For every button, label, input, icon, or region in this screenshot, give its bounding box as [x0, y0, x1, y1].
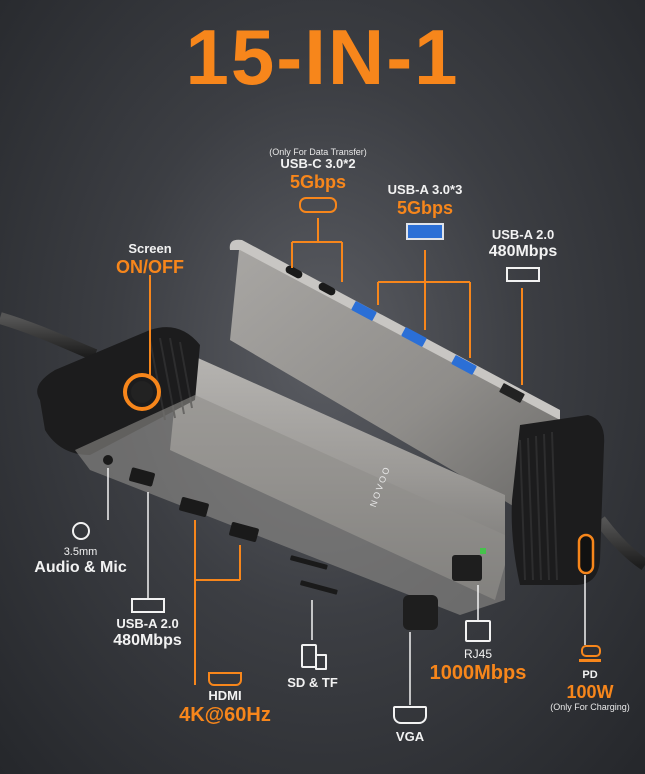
usba2-bottom-speed: 480Mbps — [113, 631, 182, 649]
rj45-port-icon — [465, 620, 491, 642]
leader-lines-white — [107, 468, 586, 705]
power-button — [123, 373, 161, 411]
vga-port-icon — [393, 706, 427, 724]
leader-lines — [149, 218, 523, 685]
sd-card-icon — [300, 644, 327, 670]
rj45-name: RJ45 — [463, 647, 492, 661]
audio-name: Audio & Mic — [34, 558, 127, 576]
audio-jack-port — [103, 455, 113, 465]
usba2-bottom-name: USB-A 2.0 — [116, 616, 179, 631]
rj45-speed: 1000Mbps — [429, 661, 527, 684]
audio-size: 3.5mm — [63, 546, 98, 558]
pd-power: 100W — [566, 681, 614, 702]
hdmi-name: HDMI — [208, 688, 242, 703]
usba2-top-name: USB-A 2.0 — [491, 227, 555, 242]
page-title: 15-IN-1 — [185, 13, 460, 101]
sd-name: SD & TF — [287, 675, 338, 690]
pd-name: PD — [582, 669, 598, 681]
screen-state: ON/OFF — [116, 256, 184, 277]
vga-port — [403, 595, 438, 630]
usba2-top-speed: 480Mbps — [488, 242, 558, 260]
hdmi-port-icon — [208, 672, 242, 686]
rj45-port — [452, 555, 482, 581]
usb-a-port-icon — [130, 598, 165, 613]
usbc-note: (Only For Data Transfer) — [269, 147, 367, 157]
usb-a-port-icon — [506, 267, 540, 283]
audio-jack-icon — [71, 522, 90, 540]
pd-note: (Only For Charging) — [550, 702, 630, 713]
vga-name: VGA — [395, 729, 425, 744]
usb-c-port-icon — [299, 196, 337, 213]
hub-front-unit — [37, 327, 505, 630]
usb-a-port-icon — [406, 222, 444, 240]
usbc-speed: 5Gbps — [289, 172, 346, 193]
usbc-name: USB-C 3.0*2 — [280, 156, 356, 172]
screen-name: Screen — [128, 241, 172, 256]
hdmi-spec: 4K@60Hz — [179, 703, 271, 726]
pd-port — [577, 533, 595, 575]
usb-cable-left — [0, 312, 98, 361]
usb-cable-right — [595, 516, 645, 570]
pd-charging-icon — [579, 645, 601, 665]
hub-back-unit — [229, 239, 605, 585]
usba3-name: USB-A 3.0*3 — [387, 182, 463, 197]
usba3-speed: 5Gbps — [396, 197, 453, 218]
